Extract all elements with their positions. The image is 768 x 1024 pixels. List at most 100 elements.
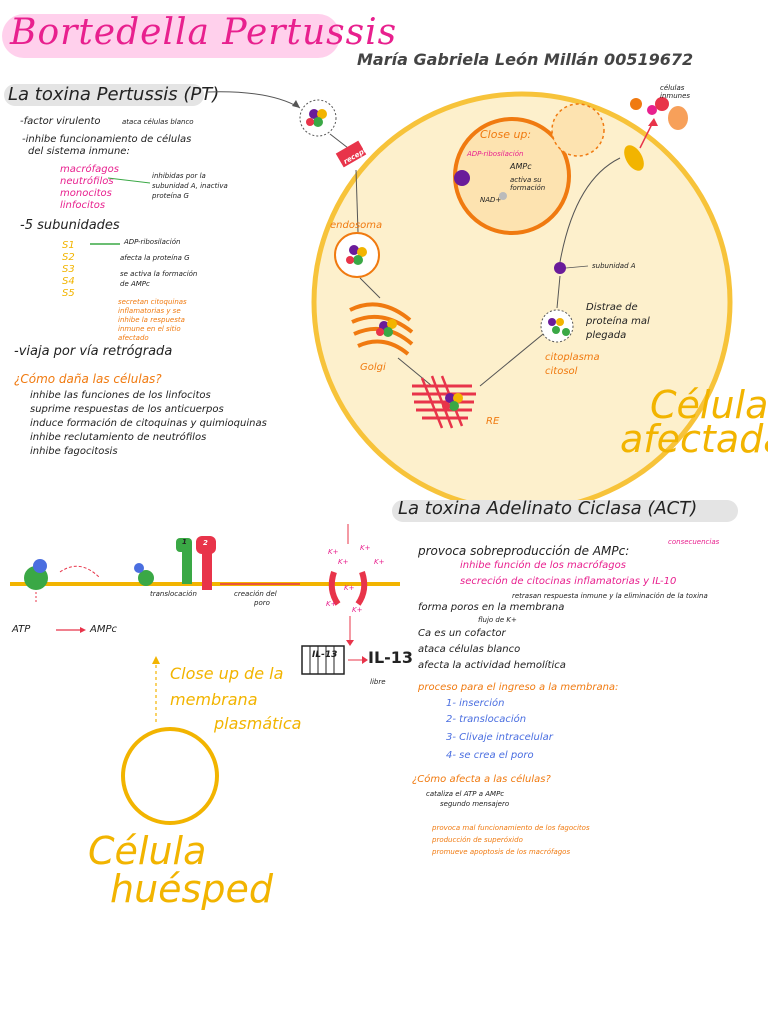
act-protein-2 (202, 548, 212, 590)
act-como-afecta: ¿Cómo afecta a las células? (412, 774, 551, 785)
pt-inhibe-2: del sistema inmune: (28, 146, 130, 157)
exit-vesicle (624, 145, 644, 171)
citoplasma-label: citosol (545, 366, 578, 377)
nad-label: NAD+ (480, 196, 502, 204)
subunit: S5 (62, 288, 75, 299)
damage-item: inhibe las funciones de los linfocitos (30, 390, 211, 401)
adp-note: de AMPc (120, 280, 150, 288)
pt-arrowhead (292, 100, 300, 108)
subunit-a (554, 262, 566, 274)
endoplasmic-reticulum (412, 375, 476, 429)
adp-note: ADP-ribosilación (124, 238, 181, 246)
page-title: Bortedella Pertussis (10, 12, 398, 53)
damage-item: inhibe reclutamiento de neutrófilos (30, 432, 207, 443)
act-poros: forma poros en la membrana (418, 602, 565, 613)
act-consequence: promueve apoptosis de los macrófagos (432, 848, 571, 856)
protein-1-label: 1 (182, 538, 187, 546)
cell-type: neutrófilos (60, 176, 114, 187)
pt-factor: -factor virulento (20, 116, 101, 127)
cell-type: monocitos (60, 188, 112, 199)
act-provoca: provoca sobreproducción de AMPc: (418, 544, 630, 558)
act-segundo: segundo mensajero (440, 800, 510, 808)
pt-heading-highlight (4, 84, 204, 106)
receptor (335, 140, 367, 168)
act-effect: secreción de citocinas inflamatorias y I… (460, 576, 677, 587)
subunit: S4 (62, 276, 75, 287)
k-ion: K+ (326, 600, 337, 608)
secretion-note: inflamatorias y se (118, 307, 181, 315)
pt-factor-note: ataca células blanco (122, 118, 194, 126)
act-protein-1 (182, 548, 192, 584)
k-ion: K+ (344, 584, 355, 592)
k-ion: K+ (338, 558, 349, 566)
distrae-label: plegada (586, 330, 627, 341)
pt-inhibe-1: -inhibe funcionamiento de células (22, 134, 192, 145)
adp-rib-label: ADP-ribosilación (467, 150, 524, 158)
act-heading-highlight (392, 500, 738, 522)
close-up-label: Close up: (480, 128, 532, 141)
subunits-heading: -5 subunidades (20, 218, 120, 233)
k-ion: K+ (374, 558, 385, 566)
close-up-text: Close up de la (170, 664, 284, 683)
act-proceso: proceso para el ingreso a la membrana: (418, 682, 619, 693)
il13-cage (301, 645, 345, 675)
secretion-note: secretan citoquinas (118, 298, 187, 306)
immune-label: células (660, 84, 685, 92)
golgi-label: Golgi (360, 362, 386, 373)
secretion-note: afectado (118, 334, 149, 342)
cell-type: macrófagos (60, 164, 119, 175)
pt-heading: La toxina Pertussis (PT) (8, 84, 220, 105)
pore-right (355, 571, 368, 606)
secretion-note: inmune en el sitio (118, 325, 181, 333)
act-cataliza: cataliza el ATP a AMPc (426, 790, 505, 798)
act-retrasan: retrasan respuesta inmune y la eliminaci… (512, 592, 708, 600)
affected-title: Célula (650, 383, 768, 427)
act-ca: Ca es un cofactor (418, 628, 506, 639)
subunit: S2 (62, 252, 75, 263)
nad-dot (499, 192, 507, 200)
cells-line (107, 177, 151, 184)
immune-label: inmunes (660, 92, 691, 100)
title-highlight (2, 14, 340, 58)
act-consecuencias: consecuencias (668, 538, 720, 546)
damage-item: induce formación de citoquinas y quimioq… (30, 418, 267, 429)
process-step: 1- inserción (446, 698, 505, 709)
host-cell (121, 727, 219, 825)
host-title: Célula (88, 829, 207, 873)
act-consequence: producción de superóxido (432, 836, 523, 844)
pt-como-dana: ¿Cómo daña las células? (14, 372, 162, 386)
pt-viaja: -viaja por vía retrógrada (14, 344, 173, 359)
adp-note: se activa la formación (120, 270, 198, 278)
cells-note: proteína G (152, 192, 189, 200)
immune-cell (668, 106, 688, 130)
distrae-label: proteína mal (586, 316, 650, 327)
immune-cell (647, 105, 657, 115)
creacion-label: poro (254, 599, 270, 607)
act-heading: La toxina Adelinato Ciclasa (ACT) (398, 498, 698, 519)
subunit: S1 (62, 240, 75, 251)
activa-label: activa su (510, 176, 542, 184)
pt-arrow (207, 91, 301, 109)
cells-note: inhibidas por la (152, 172, 206, 180)
re-label: RE (486, 416, 500, 427)
process-step: 3- Clivaje intracelular (446, 732, 553, 743)
endosoma-label: endosoma (330, 220, 383, 231)
citoplasma-label: citoplasma (545, 352, 600, 363)
translocacion-label: translocación (150, 590, 197, 598)
affected-title: afectada (620, 417, 768, 461)
act-effect: inhibe función de los macrófagos (460, 560, 626, 571)
golgi-body (349, 302, 414, 356)
subunit-a-dot (454, 170, 470, 186)
cells-note: subunidad A, inactiva (152, 182, 228, 190)
subunit: S3 (62, 264, 75, 275)
adp-note: afecta la proteína G (120, 254, 190, 262)
il13-free: IL-13 (368, 648, 414, 667)
cytosol-toxin (540, 309, 574, 343)
act-flujo: flujo de K+ (478, 616, 517, 624)
act-ataca: ataca células blanco (418, 644, 521, 655)
libre-label: libre (370, 678, 386, 686)
close-up-text: plasmática (214, 714, 302, 733)
distrae-label: Distrae de (586, 302, 638, 313)
pore-left (328, 571, 341, 606)
immune-cell (655, 97, 669, 111)
